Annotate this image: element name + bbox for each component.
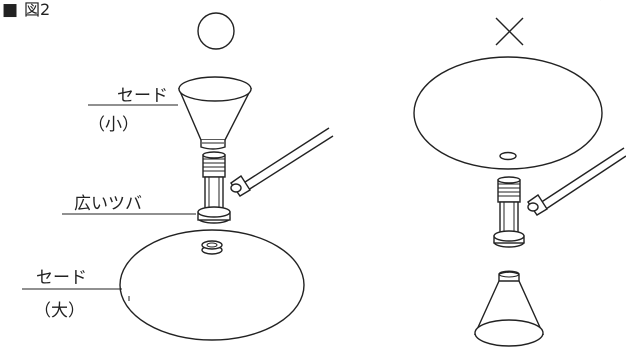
lamp-socket [202, 151, 226, 213]
shade-large-size-label: （大） [34, 301, 85, 321]
small-shade [177, 76, 253, 150]
wide-flange [197, 206, 231, 224]
power-cord-incorrect [527, 147, 626, 216]
large-shade-misplaced [413, 56, 603, 170]
large-shade [119, 229, 305, 341]
correct-symbol: 〇 [600, 0, 601, 1]
ring-nut [201, 240, 223, 255]
incorrect-symbol: ✕ [600, 0, 601, 1]
flange-incorrect [493, 230, 525, 248]
shade-small-size-label: （小） [88, 115, 139, 135]
correct-circle-mark [197, 12, 235, 50]
incorrect-example: ✕ [413, 0, 626, 347]
flange-label: 広いツバ [74, 194, 142, 214]
lamp-socket-incorrect [497, 176, 521, 237]
power-cord [230, 127, 334, 197]
correct-example: 〇 セード （小） 広いツバ セード （大） [22, 0, 601, 341]
figure-title: 図2 [24, 0, 50, 19]
shade-small-label: セード [117, 86, 168, 106]
shade-large-label: セード [36, 268, 87, 288]
figure-marker: ■ [2, 0, 18, 20]
incorrect-cross-mark [495, 17, 524, 46]
small-shade-misplaced [473, 270, 545, 347]
